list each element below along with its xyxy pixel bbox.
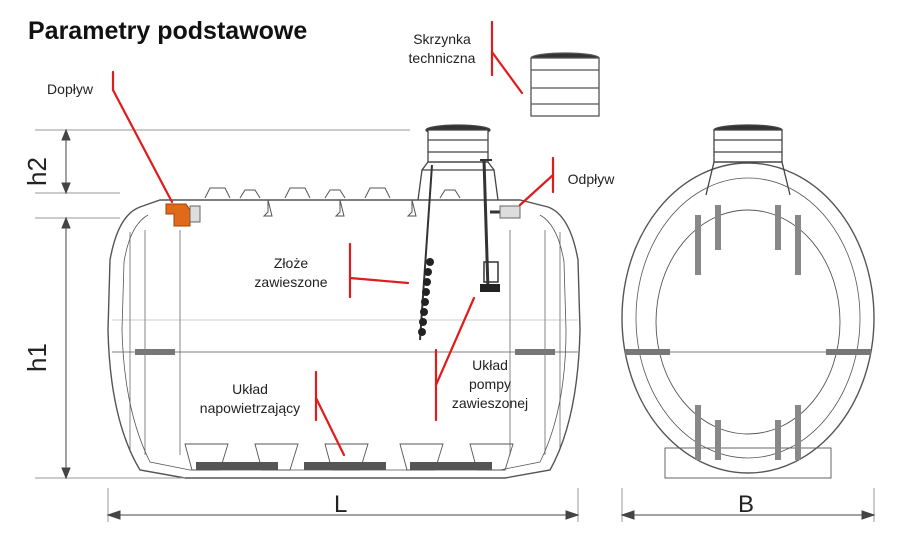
label-technical-box-line2: techniczna — [408, 50, 476, 66]
suspended-media — [418, 164, 434, 341]
label-pump-system: Układ pompy zawieszonej — [440, 356, 540, 413]
label-technical-box: Skrzynka techniczna — [392, 30, 492, 68]
label-suspended-media-line2: zawieszone — [254, 274, 328, 290]
technical-box — [530, 52, 600, 117]
label-inlet: Dopływ — [47, 81, 93, 97]
dimension-h1: h1 — [22, 343, 52, 372]
dimension-h2: h2 — [22, 157, 52, 186]
dimension-L: L — [334, 491, 348, 518]
label-pump-system-line3: zawieszonej — [451, 395, 529, 411]
tank-access-shaft — [417, 124, 499, 201]
dimension-B: B — [738, 491, 755, 518]
label-suspended-media-line1: Złoże — [273, 255, 309, 271]
label-suspended-media: Złoże zawieszone — [236, 254, 346, 292]
label-aeration-system-line2: napowietrzający — [199, 400, 301, 416]
label-pump-system-line2: pompy — [468, 376, 512, 392]
aeration-bars — [196, 462, 492, 470]
suspended-pump — [480, 159, 520, 292]
outlet-pipe — [499, 205, 521, 219]
dimension-lines — [35, 128, 876, 522]
page-title: Parametry podstawowe — [28, 17, 308, 45]
inlet-pipe — [165, 203, 201, 227]
tank-end-view — [621, 162, 875, 479]
label-technical-box-line1: Skrzynka — [413, 31, 471, 47]
label-outlet: Odpływ — [567, 171, 615, 187]
label-aeration-system-line1: Układ — [232, 381, 268, 397]
label-aeration-system: Układ napowietrzający — [190, 380, 310, 418]
tank-side-view — [107, 187, 581, 479]
leader-lines — [111, 20, 555, 457]
tank-end-shaft — [705, 124, 791, 196]
label-pump-system-line1: Układ — [472, 357, 508, 373]
